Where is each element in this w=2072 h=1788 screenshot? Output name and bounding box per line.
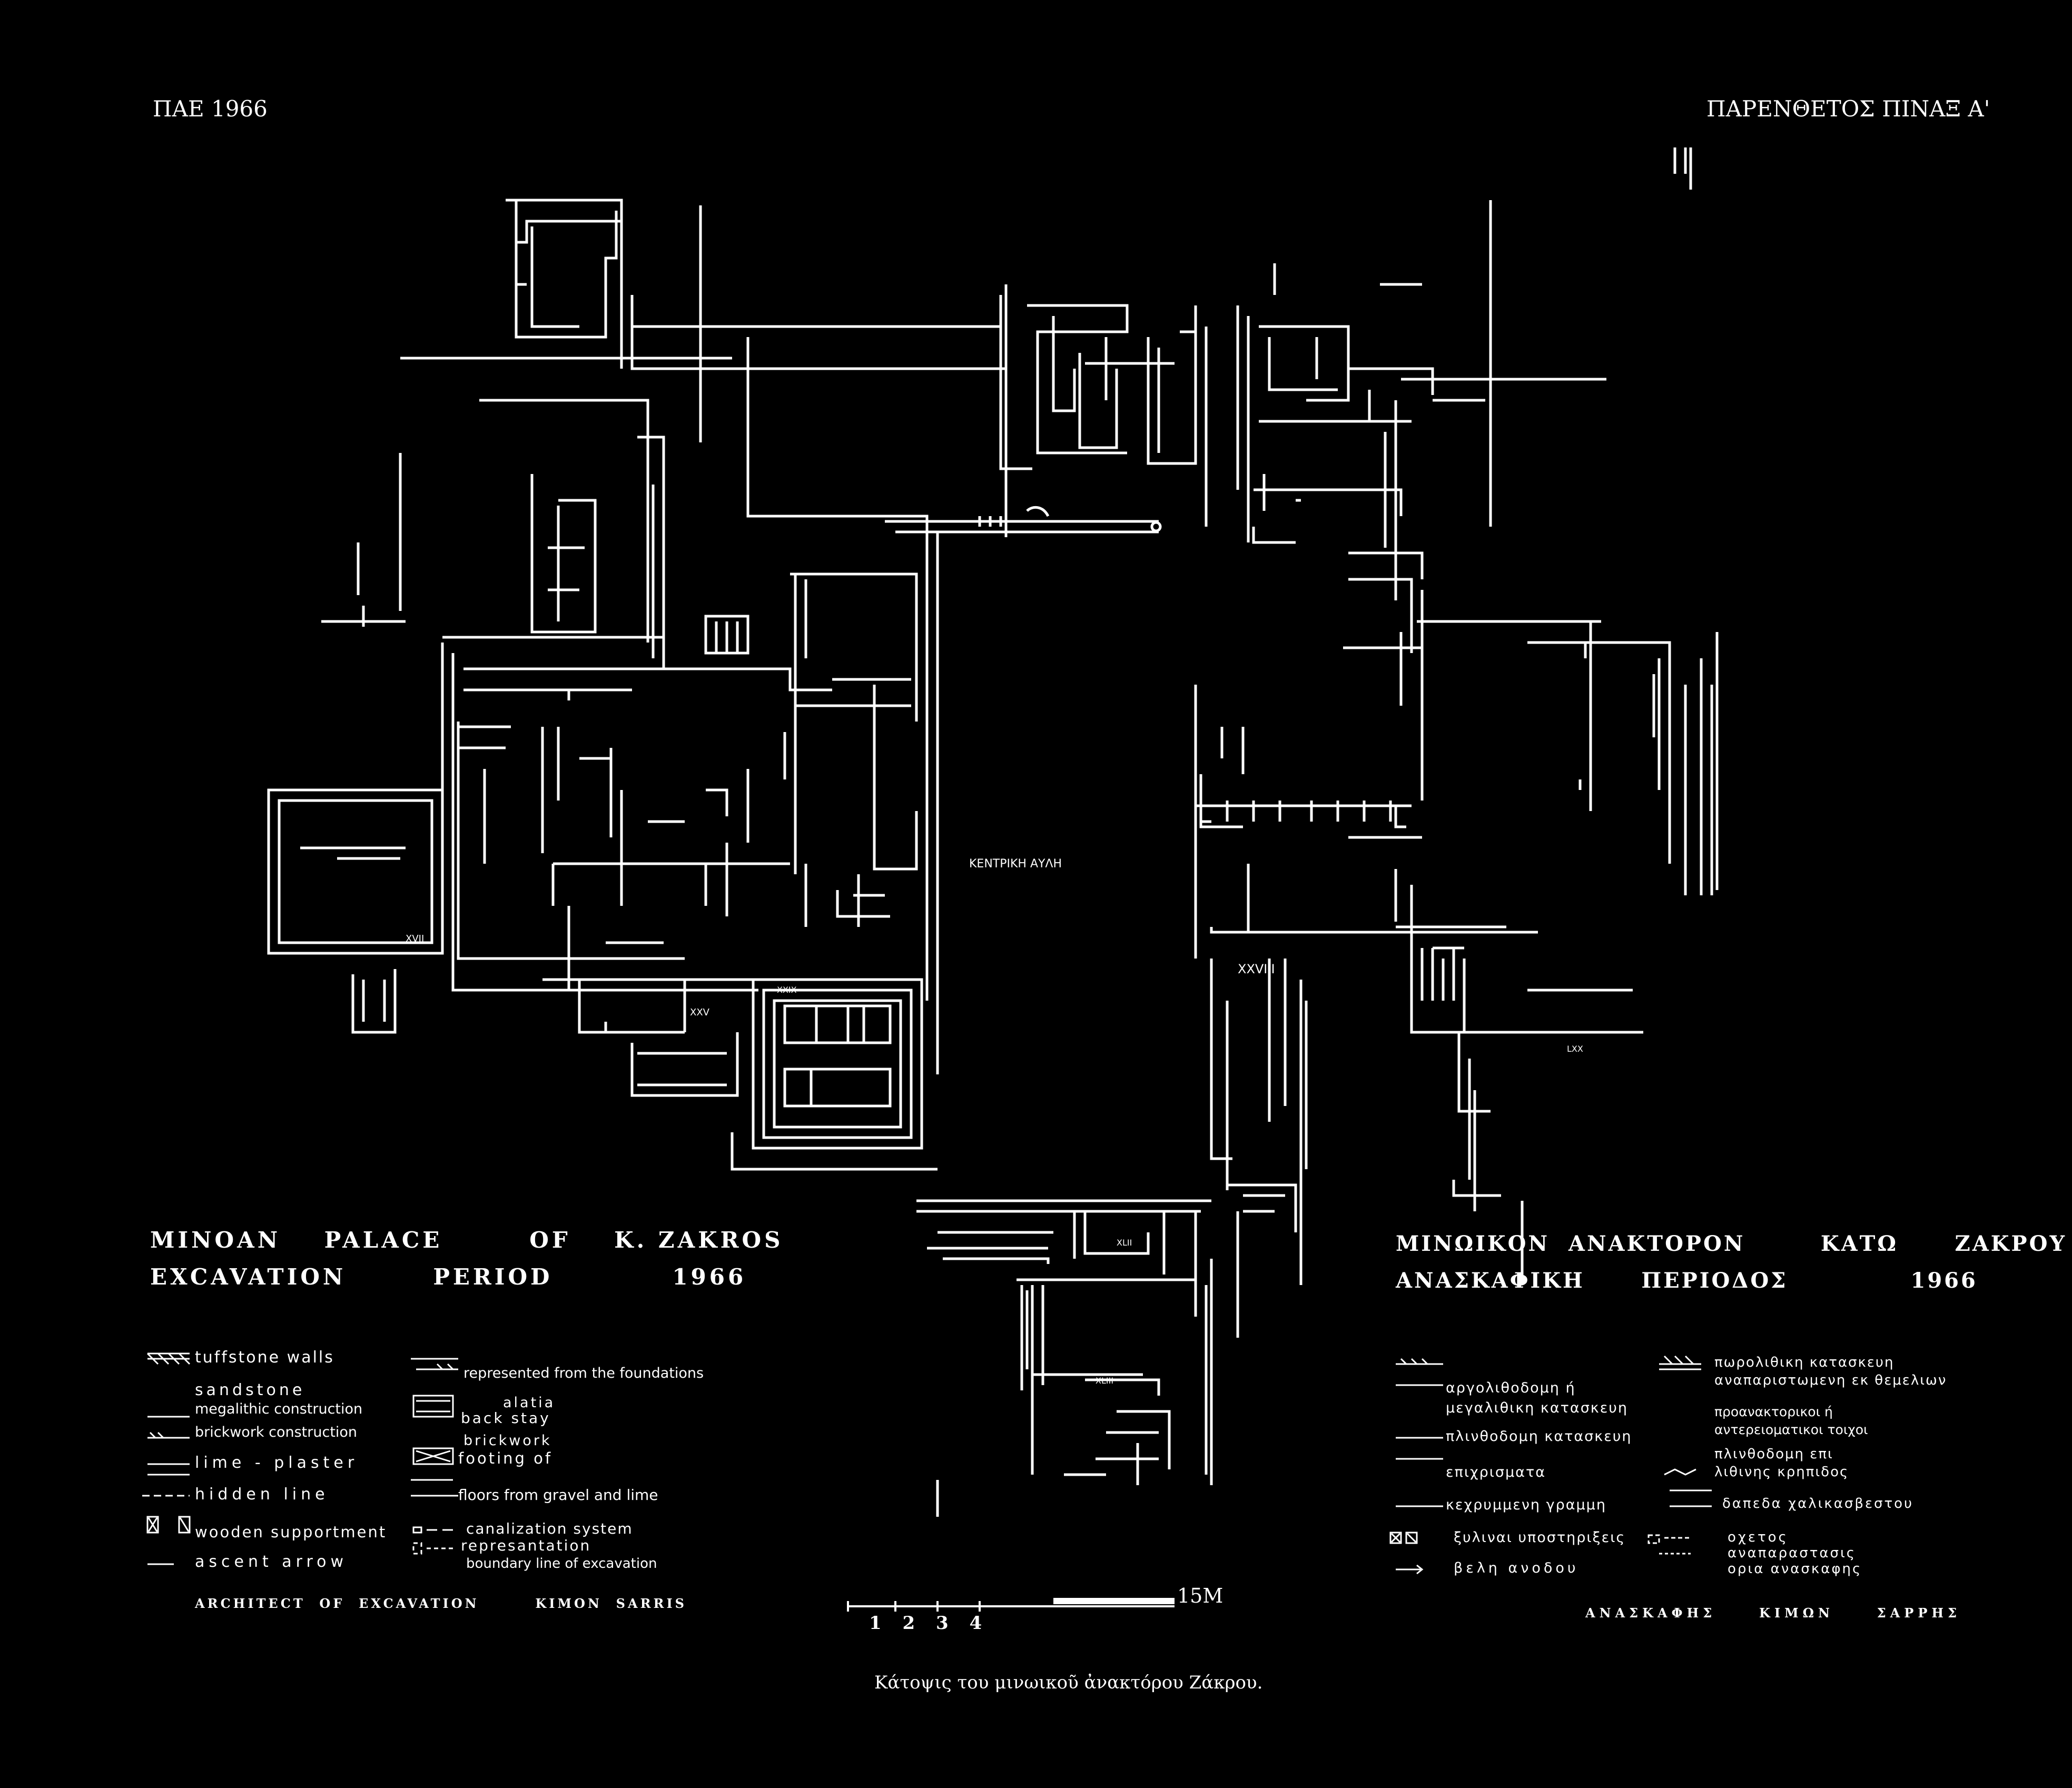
label-central-court: ΚΕΝΤΡΙΚΗ ΑΥΛΗ [969, 857, 1062, 871]
legend-canalization: canalization system [466, 1520, 633, 1537]
label-room-xliii: XLIII [1096, 1376, 1114, 1386]
title-gr-kato: ΚΑΤΩ [1820, 1231, 1898, 1256]
label-room-xxviii: XXVIII [1238, 962, 1275, 976]
legend-gr-proanaktorikoi-2: αντερειοματικοι τοιχοι [1714, 1422, 1868, 1437]
legend-megalithic: megalithic construction [195, 1401, 363, 1417]
legend-brickwork: brickwork construction [195, 1424, 358, 1440]
label-room-xxv: XXV [690, 1007, 709, 1018]
caption: Κάτοψις του μινωικοῦ ἀνακτόρου Ζάκρου. [874, 1672, 1263, 1693]
title-gr-line2: ΑΝΑΣΚΑΦΙΚΗ ΠΕΡΙΟΔΟΣ 1966 [1396, 1268, 1978, 1293]
title-gr-zakrou: ΖΑΚΡΟΥ [1955, 1231, 2067, 1256]
title-en-of: OF [529, 1227, 571, 1253]
step-blocks [885, 506, 1412, 828]
legend-sandstone: sandstone [195, 1381, 305, 1399]
label-room-xvii: XVII [406, 933, 425, 944]
credit-gr-anaskafis: ΑΝΑΣΚΑΦΗΣ [1585, 1605, 1716, 1621]
credit-gr-sarris: ΣΑΡΡΗΣ [1877, 1605, 1961, 1621]
legend-brickwork-footing-1: brickwork [463, 1433, 552, 1449]
legend-gr-porolithiki-2: αναπαριστωμενη εκ θεμελιων [1714, 1372, 1947, 1388]
legend-gr-xylinai: ξυλιναι υποστηριξεις [1454, 1529, 1626, 1546]
title-gr-anaktoron: ΑΝΑΚΤΟΡΟΝ [1568, 1231, 1745, 1256]
legend-back-stay: back stay [461, 1409, 551, 1427]
title-en-line1: MINOAN PALACE OF K. ZAKROS [150, 1227, 783, 1253]
legend-represantation: represantation [461, 1537, 591, 1554]
title-gr-line1: ΜΙΝΩΙΚΟΝ ΑΝΑΚΤΟΡΟΝ ΚΑΤΩ ΖΑΚΡΟΥ [1396, 1231, 2067, 1256]
title-en-minoan: MINOAN [150, 1227, 281, 1253]
legend-hidden-line: hidden line [195, 1485, 329, 1504]
title-gr-year: 1966 [1910, 1268, 1978, 1293]
legend-gr-plinthodomi-epi-2: λιθινης κρηπιδος [1714, 1464, 1849, 1480]
legend-gr-anaparastasis: αναπαραστασις [1728, 1545, 1857, 1561]
scale-end: 15M [1177, 1584, 1224, 1607]
title-en-palace: PALACE [324, 1227, 443, 1253]
credit-en-sarris: SARRIS [616, 1596, 687, 1611]
legend-gr-porolithiki-1: πωρολιθικη κατασκευη [1714, 1355, 1895, 1370]
scale-ticks: 1 2 3 4 [869, 1613, 990, 1634]
legend-brickwork-footing-2: footing of [458, 1449, 553, 1467]
legend-tuffstone: tuffstone walls [195, 1348, 334, 1367]
legend-gr-dapeda: δαπεδα χαλικασβεστου [1722, 1496, 1914, 1512]
title-en-period: PERIOD [433, 1264, 553, 1290]
legend-represented: represented from the foundations [463, 1365, 704, 1381]
header-left: ΠΑΕ 1966 [153, 96, 268, 122]
title-en-zakros: K. ZAKROS [614, 1227, 784, 1253]
scale-bar [847, 1598, 1175, 1612]
legend-lime-plaster: lime - plaster [195, 1454, 359, 1472]
legend-symbols [142, 1352, 1712, 1575]
credit-en-of: OF [319, 1596, 345, 1611]
legend-gr-kechrymmeni: κεχρυμμενη γραμμη [1446, 1497, 1606, 1513]
legend-gr-argolithodomi-2: μεγαλιθικη κατασκευη [1446, 1400, 1629, 1416]
credit-gr: ΑΝΑΣΚΑΦΗΣ ΚΙΜΩΝ ΣΑΡΡΗΣ [1585, 1605, 1961, 1621]
legend-gr-veli: βελη ανοδου [1454, 1560, 1579, 1576]
title-en-year: 1966 [672, 1264, 747, 1290]
legend-ascent: ascent arrow [195, 1553, 348, 1571]
legend-boundary: boundary line of excavation [466, 1556, 657, 1572]
credit-en: ARCHITECT OF EXCAVATION KIMON SARRIS [195, 1596, 687, 1611]
legend-gr-epichrismata: επιχρισματα [1446, 1464, 1546, 1480]
legend-gr-proanaktorikoi-1: προανακτορικοι ή [1714, 1404, 1833, 1419]
label-room-xlii: XLII [1117, 1238, 1132, 1248]
label-room-lxx: LXX [1567, 1044, 1583, 1054]
legend-alatia: alatia [503, 1395, 556, 1411]
plan-walls [267, 147, 1719, 1517]
credit-gr-kimon: ΚΙΜΩΝ [1759, 1605, 1834, 1621]
legend-gr-argolithodomi-1: αργολιθοδομη ή [1446, 1380, 1576, 1396]
title-en-line2: EXCAVATION PERIOD 1966 [150, 1264, 746, 1290]
credit-en-architect: ARCHITECT [195, 1596, 305, 1611]
legend-gr-oria: ορια ανασκαφης [1728, 1561, 1862, 1577]
credit-en-excavation: EXCAVATION [359, 1596, 479, 1611]
title-gr-periodos: ΠΕΡΙΟΔΟΣ [1641, 1268, 1788, 1293]
credit-en-kimon: KIMON [535, 1596, 602, 1611]
title-gr-anaskafiki: ΑΝΑΣΚΑΦΙΚΗ [1396, 1268, 1585, 1293]
legend-gr-plinthodomi: πλινθοδομη κατασκευη [1446, 1428, 1632, 1445]
legend-wooden: wooden supportment [195, 1523, 387, 1541]
header-right: ΠΑΡΕΝΘΕΤΟΣ ΠΙΝΑΞ Α' [1706, 96, 1990, 122]
legend-floors: floors from gravel and lime [458, 1486, 658, 1504]
legend-gr-ochetos: οχετος [1728, 1529, 1789, 1545]
label-room-xxix: XXIX [777, 985, 797, 995]
title-gr-minoikon: ΜΙΝΩΙΚΟΝ [1396, 1231, 1550, 1256]
legend-gr-plinthodomi-epi-1: πλινθοδομη επι [1714, 1446, 1833, 1462]
title-en-excavation: EXCAVATION [150, 1264, 347, 1290]
